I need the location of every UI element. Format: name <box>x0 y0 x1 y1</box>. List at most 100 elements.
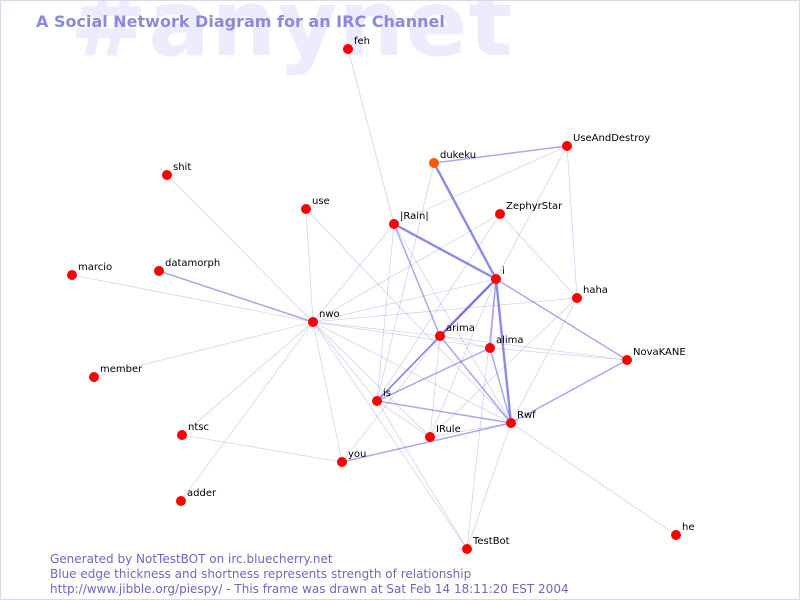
node-label-feh: feh <box>354 36 370 47</box>
node-marcio: marcio <box>67 262 112 280</box>
node-novakane: NovaKANE <box>622 347 686 365</box>
node-label-you: you <box>348 449 366 460</box>
node-ntsc: ntsc <box>177 422 209 440</box>
node-label-use: use <box>312 196 330 207</box>
edge-zephyrstar-haha <box>499 213 578 299</box>
node-is: is <box>372 388 391 406</box>
node-label-rwf: Rwf <box>517 410 536 421</box>
channel-watermark: #anynet <box>70 0 514 77</box>
node-dot-zephyrstar <box>495 209 505 219</box>
edge-alima-rwf <box>489 347 512 424</box>
edge-nwo-rain <box>312 223 395 323</box>
node-dot-dukeku <box>429 158 439 168</box>
node-label-ntsc: ntsc <box>188 422 209 433</box>
edge-datamorph-nwo <box>158 270 314 323</box>
node-you: you <box>337 449 366 467</box>
edge-nwo-zephyrstar <box>312 213 501 323</box>
node-dot-is <box>372 396 382 406</box>
page-title: A Social Network Diagram for an IRC Chan… <box>36 12 445 31</box>
node-dot-nwo <box>308 317 318 327</box>
edges-layer <box>71 48 677 550</box>
edge-haha-irule <box>429 297 578 438</box>
node-datamorph: datamorph <box>154 258 220 276</box>
node-label-haha: haha <box>583 285 608 296</box>
node-dot-datamorph <box>154 266 164 276</box>
node-dot-rwf <box>506 418 516 428</box>
node-label-rain: |Rain| <box>400 211 429 222</box>
node-label-irule: IRule <box>436 424 461 435</box>
node-dot-ntsc <box>177 430 187 440</box>
node-label-shit: shit <box>173 162 191 173</box>
node-label-member: member <box>100 364 143 375</box>
node-shit: shit <box>162 162 191 180</box>
edge-nwo-you <box>312 321 343 463</box>
edge-ntsc-nwo <box>181 321 314 436</box>
node-rain: |Rain| <box>389 211 429 229</box>
footer: Generated by NotTestBOT on irc.bluecherr… <box>50 552 569 597</box>
node-label-alima: alima <box>496 335 524 346</box>
node-label-nwo: nwo <box>319 309 340 320</box>
node-dot-haha <box>572 293 582 303</box>
edge-useanddestroy-haha <box>566 145 578 299</box>
edge-nwo-i <box>312 278 497 323</box>
edge-i-rwf <box>494 278 513 424</box>
node-adder: adder <box>176 488 217 506</box>
node-dot-testbot <box>462 544 472 554</box>
edge-rain-arima <box>393 223 441 337</box>
footer-source-link[interactable]: http://www.jibble.org/piespy/ - This fra… <box>50 582 569 596</box>
nodes-layer: feh shit use dukeku UseAndDestroy |Rain| Zephy… <box>67 36 695 554</box>
edge-alima-is <box>376 347 491 402</box>
edge-arima-is <box>376 335 441 402</box>
node-dot-rain <box>389 219 399 229</box>
edge-feh-rain <box>347 48 395 225</box>
edge-rwf-he <box>510 422 677 536</box>
node-dot-marcio <box>67 270 77 280</box>
edge-useanddestroy-rain <box>393 145 568 225</box>
node-alima: alima <box>485 335 524 353</box>
edge-alima-novakane <box>489 347 628 361</box>
edge-dukeku-i <box>432 162 498 280</box>
footer-legend-note: Blue edge thickness and shortness repres… <box>50 567 472 581</box>
node-dot-use <box>301 204 311 214</box>
edge-i-novakane <box>495 278 628 361</box>
node-dot-you <box>337 457 347 467</box>
edge-dukeku-useanddestroy <box>433 145 568 164</box>
edge-use-rwf <box>305 208 512 424</box>
node-dot-alima <box>485 343 495 353</box>
node-label-zephyrstar: ZephyrStar <box>506 201 563 212</box>
edge-i-alima <box>489 278 497 349</box>
edge-is-testbot <box>376 400 468 550</box>
node-label-testbot: TestBot <box>472 536 510 547</box>
edge-irule-rwf <box>429 422 512 438</box>
node-dot-i <box>491 274 501 284</box>
edge-ntsc-you <box>181 434 343 463</box>
node-dot-useanddestroy <box>562 141 572 151</box>
node-dot-shit <box>162 170 172 180</box>
node-dot-arima <box>435 331 445 341</box>
edge-member-nwo <box>93 321 314 378</box>
node-label-useanddestroy: UseAndDestroy <box>573 133 650 144</box>
edge-arima-alima <box>439 335 491 349</box>
node-dukeku: dukeku <box>429 150 476 168</box>
edge-arima-novakane <box>439 335 628 361</box>
edge-haha-rwf <box>510 297 578 424</box>
edge-i-testbot <box>466 278 497 550</box>
node-member: member <box>89 364 143 382</box>
node-arima: arima <box>435 323 475 341</box>
node-label-marcio: marcio <box>78 262 112 273</box>
node-label-datamorph: datamorph <box>165 258 220 269</box>
footer-generated-by: Generated by NotTestBOT on irc.bluecherr… <box>50 552 333 566</box>
node-rwf: Rwf <box>506 410 536 428</box>
node-label-dukeku: dukeku <box>440 150 476 161</box>
edge-is-irule <box>376 400 431 438</box>
edge-shit-nwo <box>166 174 314 323</box>
edge-dukeku-is <box>376 162 435 402</box>
node-use: use <box>301 196 330 214</box>
edge-you-rwf <box>341 422 512 463</box>
node-haha: haha <box>572 285 608 303</box>
edge-rain-i <box>393 222 497 281</box>
edge-nwo-irule <box>312 321 431 438</box>
edge-arima-you <box>341 335 441 463</box>
